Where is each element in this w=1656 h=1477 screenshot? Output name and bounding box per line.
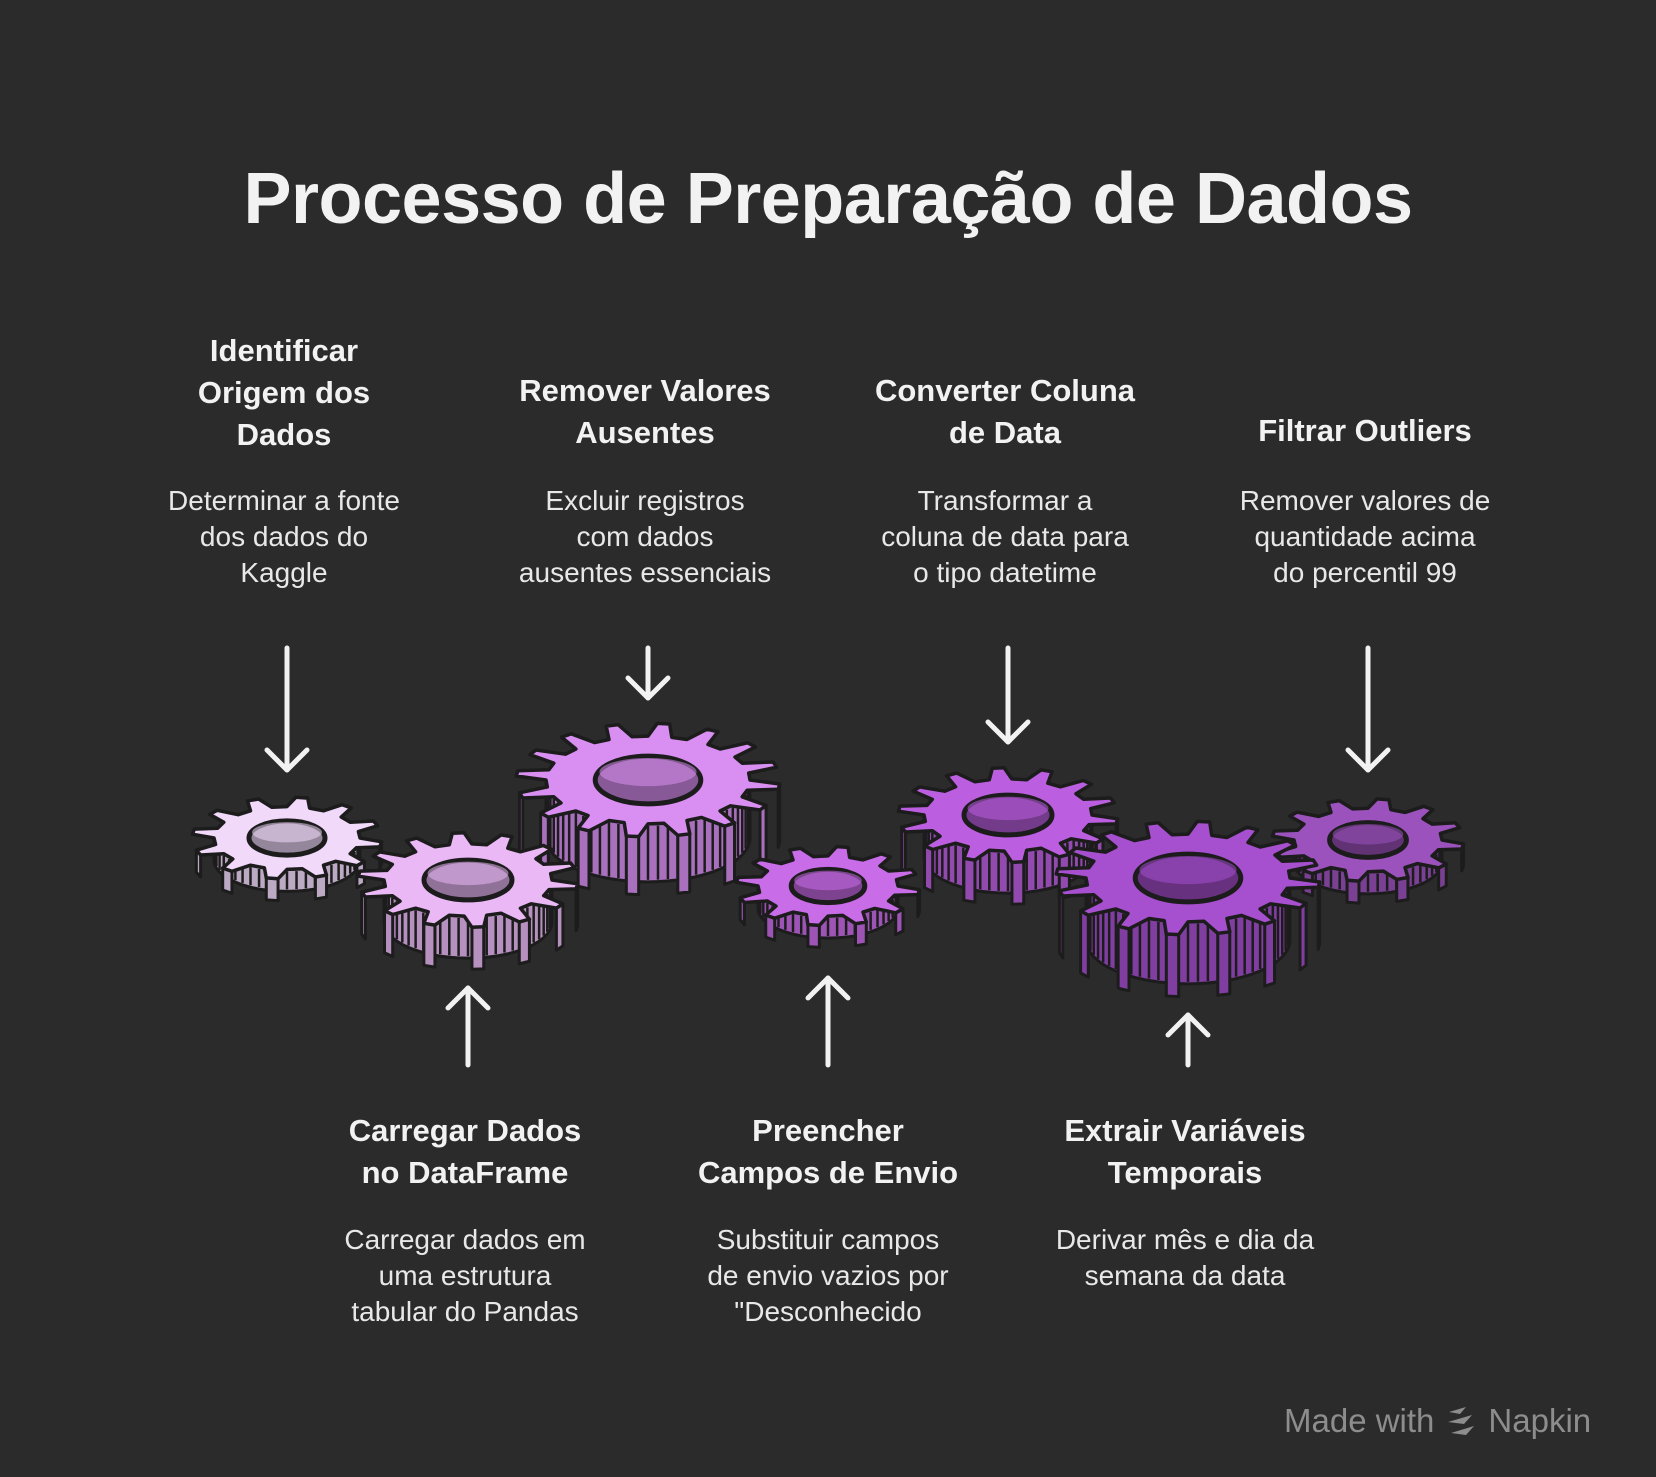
arrow-filtrar	[1345, 645, 1391, 773]
napkin-logo-icon	[1448, 1407, 1475, 1435]
arrow-extrair	[1165, 1012, 1211, 1068]
step-title-remover: Remover Valores Ausentes	[519, 373, 771, 450]
gear-carregar	[356, 830, 580, 971]
arrow-preencher	[805, 975, 851, 1068]
step-desc-identificar: Determinar a fonte dos dados do Kaggle	[168, 485, 400, 588]
gear-converter	[896, 765, 1120, 906]
step-title-converter: Converter Coluna de Data	[874, 373, 1136, 450]
step-desc-filtrar: Remover valores de quantidade acima do p…	[1239, 485, 1491, 588]
watermark: Made with Napkin	[1284, 1398, 1591, 1444]
step-title-filtrar: Filtrar Outliers	[1258, 413, 1472, 448]
step-desc-extrair: Derivar mês e dia da semana da data	[1055, 1224, 1315, 1291]
step-desc-preencher: Substituir campos de envio vazios por "D…	[707, 1224, 949, 1327]
step-title-preencher: Preencher Campos de Envio	[697, 1113, 959, 1190]
arrow-carregar	[445, 985, 491, 1068]
step-desc-remover: Excluir registros com dados ausentes ess…	[518, 485, 772, 588]
step-desc-carregar: Carregar dados em uma estrutura tabular …	[344, 1224, 586, 1327]
arrow-converter	[985, 645, 1031, 745]
watermark-text: Made with	[1284, 1402, 1435, 1439]
step-title-carregar: Carregar Dados no DataFrame	[348, 1113, 582, 1190]
step-title-extrair: Extrair Variáveis Temporais	[1064, 1113, 1306, 1190]
gear-preencher	[734, 844, 922, 949]
gear-extrair	[1054, 819, 1322, 999]
watermark-brand: Napkin	[1488, 1402, 1592, 1439]
diagram-title: Processo de Preparação de Dados	[243, 159, 1413, 239]
gear-filtrar	[1270, 797, 1466, 905]
arrow-remover	[625, 645, 671, 701]
step-title-identificar: Identificar Origem dos Dados	[197, 333, 371, 452]
gear-identificar	[190, 795, 384, 903]
arrow-identificar	[264, 645, 310, 773]
step-desc-converter: Transformar a coluna de data para o tipo…	[881, 485, 1129, 588]
